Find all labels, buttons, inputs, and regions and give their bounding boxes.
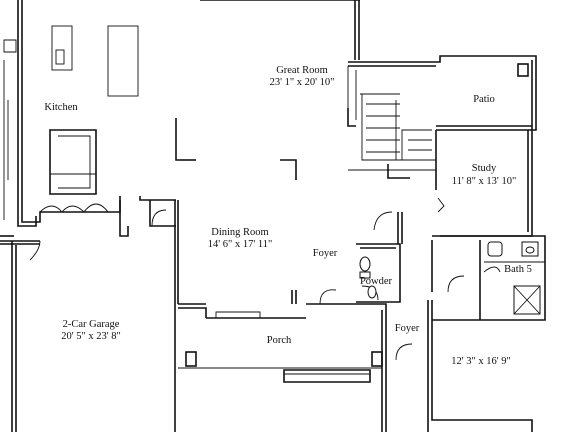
- room-dims-garage: 20' 5" x 23' 8": [61, 331, 121, 342]
- room-label-powder: Powder: [360, 276, 393, 287]
- interior-walls: [3, 25, 545, 367]
- room-dims-great-room: 23' 1" x 20' 10": [270, 77, 335, 88]
- room-dims-dining-room: 14' 6" x 17' 11": [208, 239, 272, 250]
- room-label-foyer-side: Foyer: [395, 323, 420, 334]
- room-dims-bedroom: 12' 3" x 16' 9": [451, 356, 511, 367]
- room-labels: Great Room 23' 1" x 20' 10" Kitchen Pati…: [44, 65, 531, 367]
- room-label-porch: Porch: [267, 335, 292, 346]
- room-label-bath-5: Bath 5: [504, 264, 532, 275]
- room-label-great-room: Great Room: [276, 65, 328, 76]
- door-swings: [29, 197, 501, 361]
- room-label-study: Study: [472, 163, 497, 174]
- room-label-garage: 2-Car Garage: [63, 319, 120, 330]
- room-dims-study: 11' 8" x 13' 10": [452, 176, 516, 187]
- exterior-walls: [0, 0, 546, 432]
- room-label-kitchen: Kitchen: [44, 102, 78, 113]
- room-label-patio: Patio: [473, 94, 495, 105]
- room-label-foyer-main: Foyer: [313, 248, 338, 259]
- room-label-dining-room: Dining Room: [211, 227, 268, 238]
